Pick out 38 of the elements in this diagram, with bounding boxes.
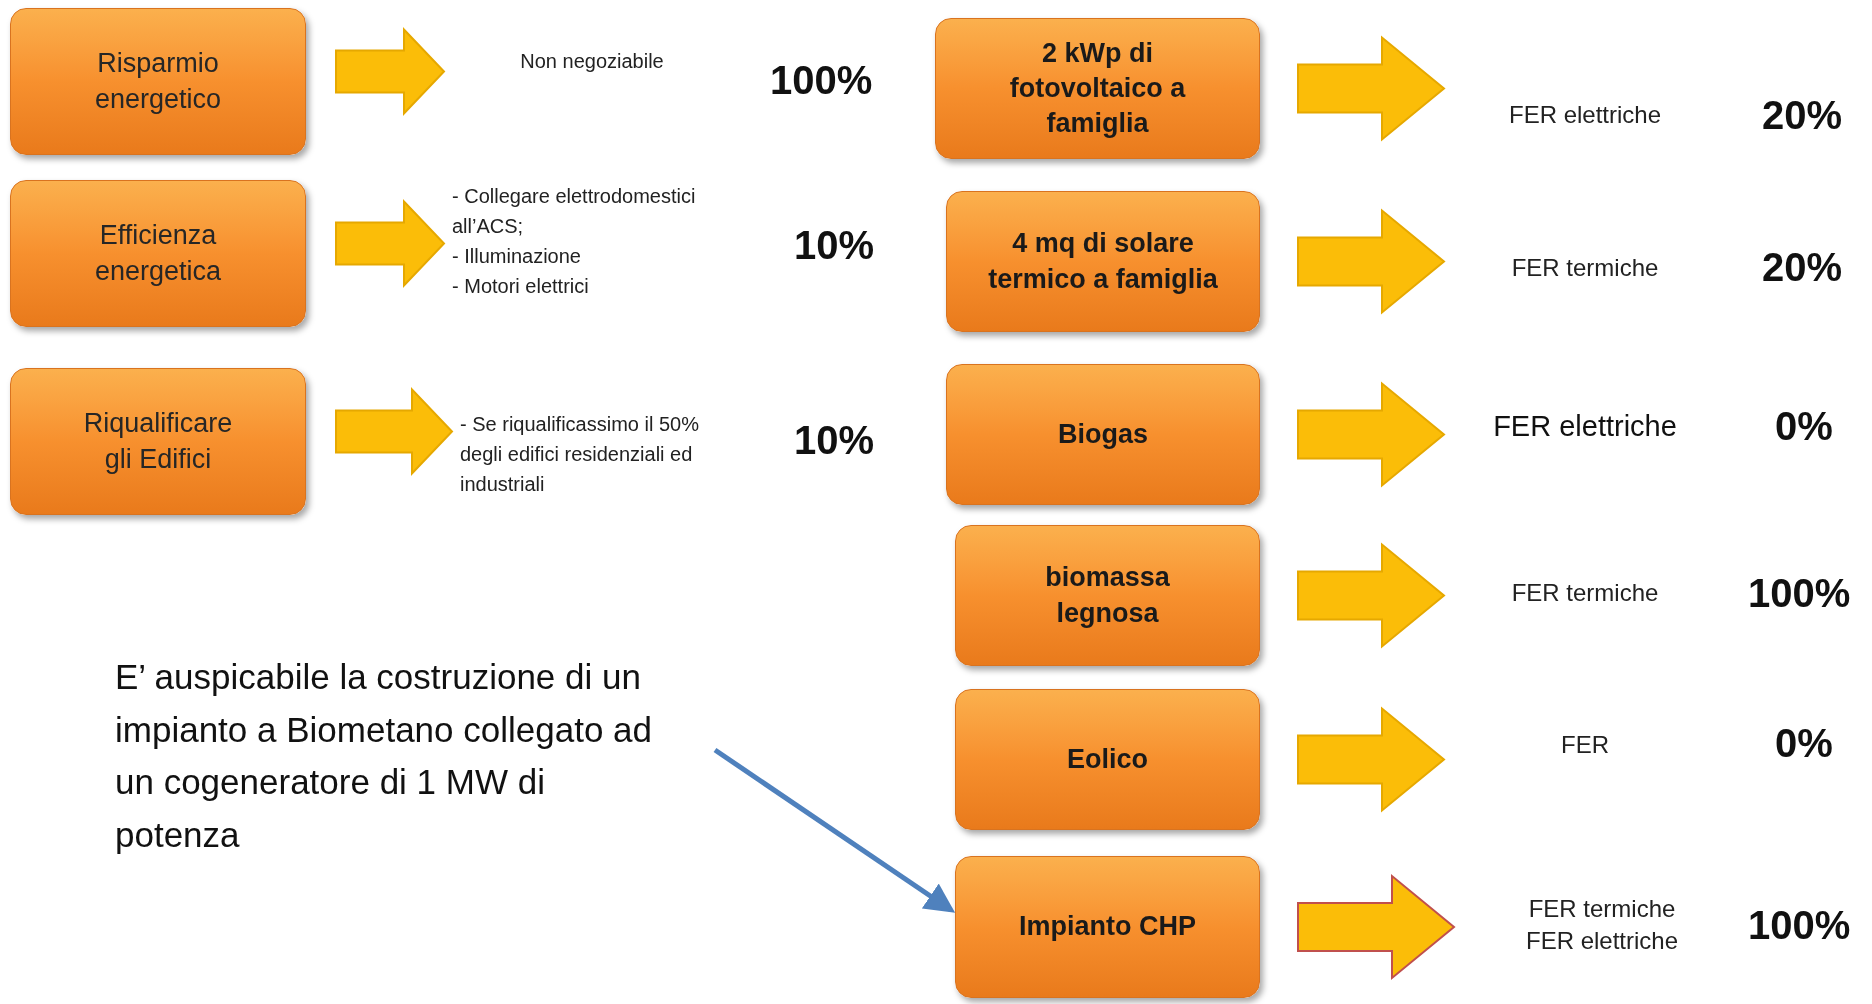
process-box: biomassa legnosa — [955, 525, 1260, 666]
percentage-label: 20% — [1762, 247, 1843, 287]
block-arrow — [1297, 381, 1446, 488]
process-box: Efficienza energetica — [10, 180, 306, 327]
block-arrow — [335, 27, 446, 116]
result-label: FER termiche — [1452, 570, 1718, 616]
note-paragraph: E’ auspicabile la costruzione di un impianto a Biometano collegato ad un cogeneratore di 1 MW di potenza — [115, 640, 715, 872]
percentage-label: 100% — [1748, 573, 1851, 613]
block-arrow — [1297, 873, 1456, 981]
percentage-label: 10% — [794, 225, 875, 265]
block-arrow — [1297, 706, 1446, 813]
percentage-label: 0% — [1775, 406, 1833, 446]
note-list: - Collegare elettrodomestici all’ACS; - Illuminazione - Motori elettrici — [452, 176, 752, 306]
process-box: Biogas — [946, 364, 1260, 505]
percentage-label: 0% — [1775, 723, 1833, 763]
process-box: Impianto CHP — [955, 856, 1260, 998]
block-arrow — [335, 199, 446, 288]
block-arrow — [335, 387, 454, 476]
note-list: - Se riqualificassimo il 50% degli edifici residenziali ed industriali — [460, 404, 730, 504]
process-box: Eolico — [955, 689, 1260, 830]
percentage-label: 20% — [1762, 95, 1843, 135]
result-label: FER termiche FER elettriche — [1462, 885, 1742, 965]
block-arrow — [1297, 35, 1446, 142]
process-box: Risparmio energetico — [10, 8, 306, 155]
percentage-label: 10% — [794, 420, 875, 460]
result-label: FER termiche — [1452, 245, 1718, 291]
result-label: FER — [1452, 722, 1718, 768]
block-arrow — [1297, 542, 1446, 649]
block-arrow — [1297, 208, 1446, 315]
process-box: Riqualificare gli Edifici — [10, 368, 306, 515]
result-label: FER elettriche — [1452, 92, 1718, 138]
process-box: 2 kWp di fotovoltaico a famiglia — [935, 18, 1260, 159]
percentage-label: 100% — [1748, 905, 1851, 945]
note-text: Non negoziabile — [452, 36, 732, 86]
result-label: FER elettriche — [1452, 402, 1718, 452]
process-box: 4 mq di solare termico a famiglia — [946, 191, 1260, 332]
arrow — [713, 747, 956, 913]
percentage-label: 100% — [770, 60, 873, 100]
